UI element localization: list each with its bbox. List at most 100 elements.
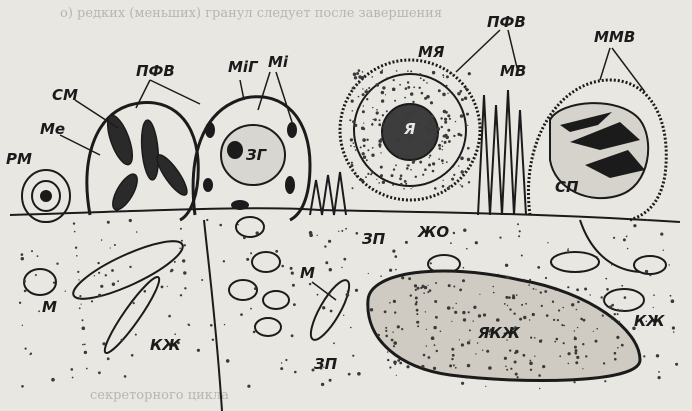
stipple-dot — [433, 138, 436, 141]
stipple-dot — [611, 264, 612, 265]
stipple-dot — [281, 362, 282, 363]
stipple-dot — [475, 241, 478, 244]
label-mya: МЯ — [418, 45, 444, 60]
stipple-dot — [653, 294, 655, 296]
stipple-dot — [400, 183, 403, 186]
stipple-dot — [21, 253, 24, 256]
stipple-dot — [505, 366, 507, 368]
stipple-dot — [410, 294, 412, 296]
stipple-dot — [397, 326, 399, 328]
stipple-dot — [31, 250, 33, 252]
stipple-dot — [460, 134, 463, 137]
stipple-dot — [170, 270, 172, 272]
stipple-dot — [576, 309, 578, 311]
stipple-dot — [469, 329, 471, 331]
stipple-dot — [224, 324, 225, 325]
stipple-dot — [421, 129, 422, 130]
stipple-dot — [438, 144, 441, 147]
stipple-dot — [568, 352, 571, 355]
stipple-dot — [404, 145, 405, 146]
stipple-dot — [605, 278, 607, 280]
stipple-dot — [51, 378, 55, 382]
label-so: СО — [585, 133, 609, 148]
stipple-dot — [405, 87, 408, 90]
stipple-dot — [405, 241, 408, 244]
stipple-dot — [485, 386, 486, 387]
stipple-dot — [442, 74, 444, 76]
stipple-dot — [329, 294, 331, 296]
stipple-dot — [575, 349, 578, 352]
stipple-dot — [449, 364, 452, 367]
stipple-dot — [212, 339, 214, 341]
stipple-dot — [467, 158, 470, 161]
stipple-dot — [447, 129, 450, 132]
stipple-dot — [393, 345, 395, 347]
stipple-dot — [353, 142, 355, 144]
stipple-dot — [381, 91, 384, 94]
stipple-dot — [376, 179, 377, 180]
stipple-dot — [389, 302, 391, 304]
stipple-dot — [189, 325, 191, 327]
stipple-dot — [453, 166, 454, 167]
stipple-dot — [441, 126, 443, 128]
stipple-dot — [371, 123, 373, 125]
stipple-dot — [616, 336, 619, 339]
stipple-dot — [35, 274, 37, 276]
stipple-dot — [423, 79, 425, 81]
stipple-dot — [466, 377, 468, 379]
stipple-dot — [114, 244, 116, 246]
stipple-dot — [646, 219, 648, 221]
stipple-dot — [461, 170, 464, 173]
stipple-dot — [406, 155, 409, 158]
stipple-dot — [378, 140, 381, 143]
label-mmv: ММВ — [594, 30, 635, 45]
stipple-dot — [517, 376, 519, 378]
stipple-dot — [376, 83, 379, 86]
stipple-dot — [432, 170, 435, 173]
label-zp-bottom: ЗП — [314, 357, 337, 372]
stipple-dot — [426, 95, 430, 99]
stipple-dot — [406, 117, 407, 118]
stipple-dot — [392, 250, 395, 253]
stipple-dot — [451, 73, 452, 74]
stipple-dot — [506, 369, 508, 371]
stipple-dot — [534, 356, 535, 357]
mitochondrion-9 — [304, 276, 355, 345]
stipple-dot — [226, 359, 230, 363]
stipple-dot — [433, 326, 436, 329]
stipple-dot — [606, 288, 609, 291]
stipple-dot — [53, 282, 55, 284]
stipple-dot — [387, 359, 389, 361]
stipple-dot — [499, 237, 501, 239]
stipple-dot — [483, 313, 486, 316]
stipple-dot — [504, 303, 506, 305]
stipple-dot — [182, 259, 185, 262]
stipple-dot — [370, 173, 372, 175]
stipple-dot — [385, 335, 388, 338]
stipple-dot — [392, 88, 396, 92]
stipple-dot — [197, 349, 200, 352]
stipple-dot — [580, 318, 583, 321]
stipple-dot — [537, 266, 540, 269]
stipple-dot — [430, 121, 432, 123]
stipple-dot — [429, 157, 430, 158]
stipple-dot — [378, 182, 380, 184]
stipple-dot — [534, 337, 536, 339]
stipple-dot — [515, 350, 519, 354]
stipple-dot — [167, 286, 168, 287]
stipple-dot — [357, 372, 361, 376]
stipple-dot — [350, 138, 353, 141]
stipple-dot — [372, 147, 374, 149]
stipple-dot — [24, 290, 27, 293]
stipple-dot — [633, 224, 636, 227]
stipple-dot — [368, 273, 369, 274]
stipple-dot — [505, 264, 508, 267]
stipple-dot — [168, 315, 171, 318]
stipple-dot — [382, 127, 384, 129]
stipple-dot — [567, 249, 569, 251]
stipple-dot — [404, 116, 405, 117]
stipple-dot — [475, 353, 476, 354]
stipple-dot — [611, 318, 613, 320]
stipple-dot — [365, 176, 367, 178]
stipple-dot — [460, 157, 464, 161]
